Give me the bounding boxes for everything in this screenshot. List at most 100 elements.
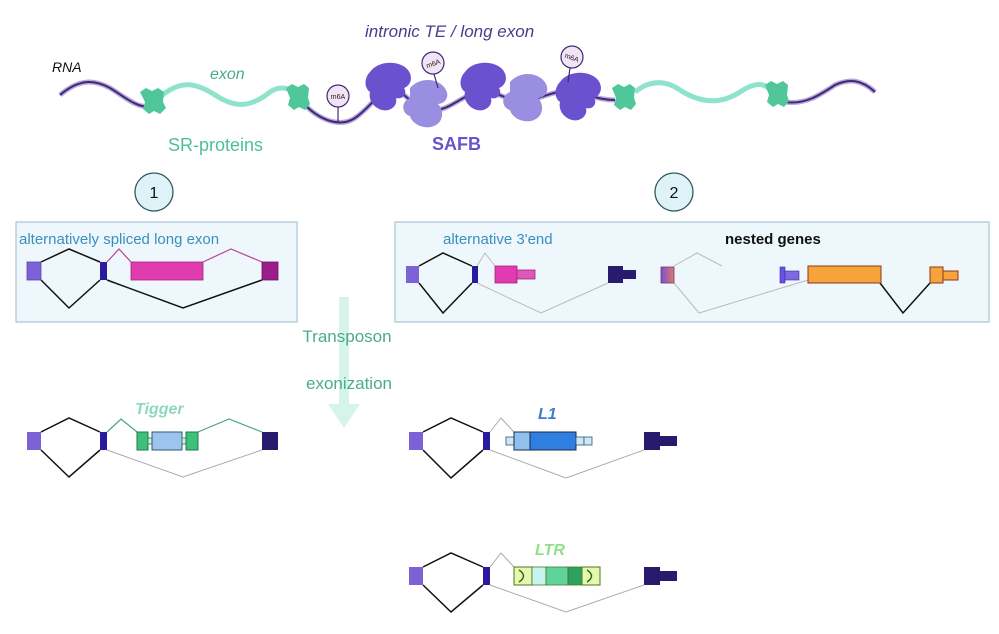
exon-box: [494, 265, 518, 284]
l1-label: L1: [538, 406, 557, 423]
te-segment: [185, 431, 199, 451]
utr-box: [660, 436, 677, 446]
exon-box: [100, 262, 107, 280]
long-exon-box: [130, 261, 204, 281]
exon-box: [483, 567, 490, 585]
rna-schematic: m6A m6A m6A RNA exon intronic TE / long …: [52, 22, 877, 155]
panel-2-number-badge: [654, 172, 694, 212]
panel-2-number: 2: [670, 185, 679, 202]
exon-strand-right: [633, 80, 775, 104]
intron-line: [106, 449, 263, 478]
intron-line: [202, 248, 263, 263]
intron-line: [673, 252, 723, 267]
utr-box: [784, 270, 800, 281]
ltr-arrow-icon: [518, 569, 525, 583]
te-segment: [147, 437, 153, 445]
ltr-arrow-icon: [586, 569, 593, 583]
exon-box: [472, 266, 478, 283]
ltr-label: LTR: [535, 542, 565, 559]
intron-line: [40, 417, 101, 433]
sr-protein-2: [286, 84, 310, 110]
intron-line: [476, 282, 609, 314]
exon-box: [483, 432, 490, 450]
ltr-segment: [567, 566, 583, 586]
sr-protein-1: [140, 88, 166, 114]
te-segment: [575, 436, 585, 446]
arrow-head: [328, 404, 360, 428]
m6a-label: m6A: [331, 94, 346, 101]
panel-1-number: 1: [150, 185, 159, 202]
region-label: intronic TE / long exon: [365, 22, 534, 41]
intron-line: [418, 282, 473, 315]
exon-box: [27, 432, 41, 450]
exon-box: [644, 432, 660, 450]
m6a-mark-3: m6A: [560, 45, 584, 83]
intron-line: [40, 248, 101, 263]
intron-line: [197, 418, 263, 433]
intron-line: [418, 252, 473, 267]
utr-box: [942, 270, 959, 281]
arrow-label-line1: Transposon: [302, 327, 391, 346]
exon-box: [26, 261, 42, 281]
te-segment: [181, 437, 187, 445]
intron-line: [40, 279, 101, 310]
te-segment: [505, 436, 515, 446]
rna-label: RNA: [52, 59, 82, 75]
exon-box: [100, 432, 107, 450]
te-example-tigger: Tigger: [27, 401, 278, 479]
panel-2-title-nested-genes: nested genes: [725, 231, 821, 248]
ltr-segment: [531, 566, 547, 586]
utr-box: [516, 269, 536, 280]
safb-label: SAFB: [432, 134, 481, 154]
sr-protein-4: [765, 81, 789, 107]
exon-box: [409, 432, 423, 450]
utr-box: [623, 270, 636, 279]
intron-line: [489, 552, 515, 568]
exon-box: [779, 266, 786, 284]
intron-line: [422, 449, 484, 480]
panel-2-title-alt-3end: alternative 3'end: [443, 231, 553, 248]
intron-line: [489, 584, 645, 613]
exon-box: [406, 266, 419, 283]
exon-box: [409, 567, 423, 585]
safb-protein-light-1: [403, 79, 448, 128]
tigger-label: Tigger: [135, 401, 184, 418]
panel-1: 1 alternatively spliced long exon: [15, 172, 298, 323]
exon-label: exon: [210, 66, 245, 83]
ltr-segment: [545, 566, 569, 586]
safb-protein-dark-1: [365, 62, 411, 111]
intron-line: [673, 279, 809, 314]
sr-protein-3: [612, 84, 636, 110]
orange-exon-box: [807, 265, 882, 284]
te-segment: [529, 431, 577, 451]
panel-2: 2 alternative 3'end nested genes: [394, 172, 990, 323]
panel-1-title: alternatively spliced long exon: [19, 231, 219, 248]
te-segment: [151, 431, 183, 451]
intron-line: [422, 584, 484, 614]
exon-box: [262, 432, 278, 450]
exon-box: [644, 567, 660, 585]
exon-box: [660, 266, 675, 284]
arrow-shaft: [339, 297, 349, 409]
intron-line: [879, 282, 931, 315]
intron-line: [422, 552, 484, 568]
m6a-mark-1: m6A: [326, 84, 350, 122]
m6a-mark-2: m6A: [421, 51, 445, 89]
intron-line: [489, 449, 645, 479]
m6a-label: m6A: [426, 59, 442, 71]
te-example-l1: L1: [409, 406, 677, 480]
intron-line: [489, 417, 515, 433]
exon-strand-left: [158, 82, 300, 107]
safb-protein-light-2: [503, 73, 548, 122]
intron-line: [106, 279, 263, 309]
te-segment: [136, 431, 149, 451]
utr-box: [660, 571, 677, 581]
te-segment: [583, 436, 593, 446]
safb-protein-dark-2: [460, 62, 506, 111]
transposon-exonization-arrow: Transposon exonization: [302, 297, 392, 428]
exon-box: [608, 266, 623, 283]
te-example-ltr: LTR: [409, 542, 677, 614]
sr-proteins-label: SR-proteins: [168, 135, 263, 155]
intron-line: [476, 252, 496, 267]
safb-protein-dark-3: [555, 72, 601, 121]
